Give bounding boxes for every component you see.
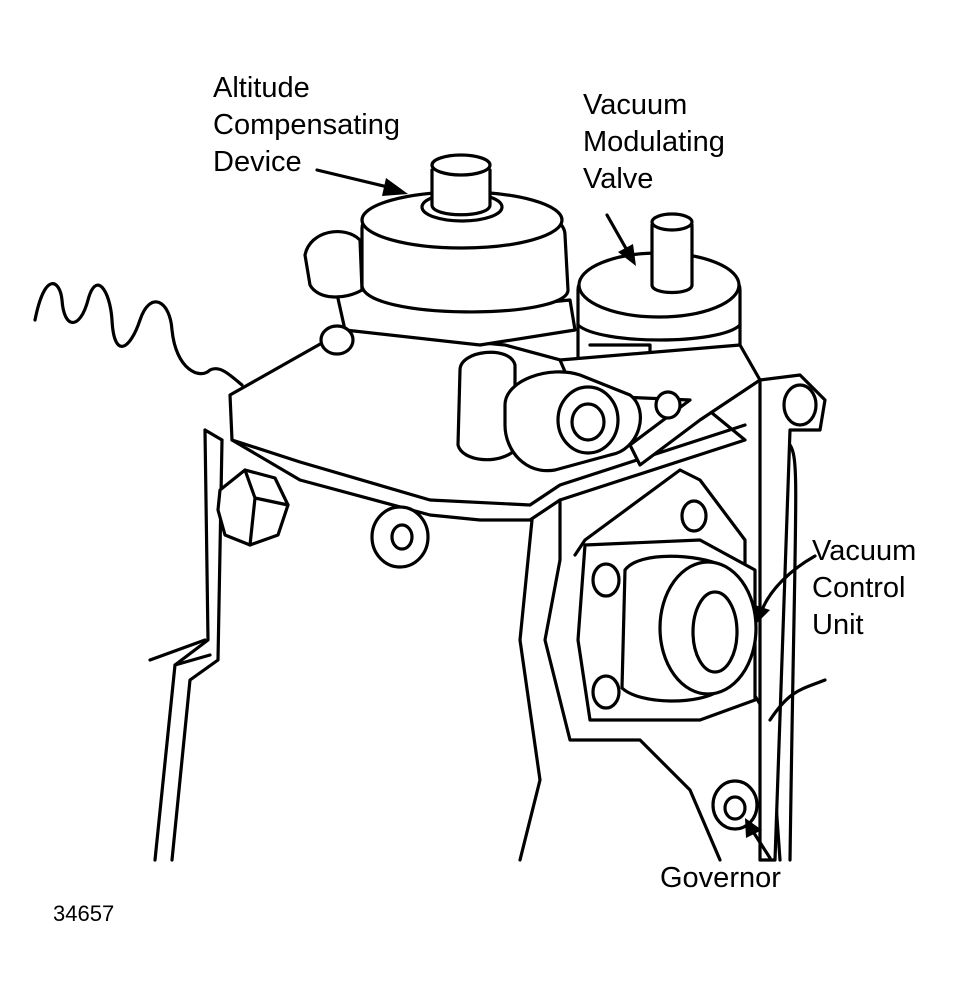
governor-linkage-arm [758,373,827,862]
solenoid-fitting-bore [570,402,606,442]
vcu-leader-arrow [752,604,770,624]
altitude-label-line-2: Compensating [213,109,400,141]
vcu-bolt-right [680,499,708,533]
pump-body-front [518,498,722,862]
altitude-label-line-3: Device [213,146,302,178]
vmv-label-line-2: Modulating [583,126,725,158]
top-plate-edge [230,423,747,507]
vmv-leader-arrow [618,244,636,266]
vcu-label-line-1: Vacuum [812,535,917,567]
governor-leader-arrow [745,818,762,838]
altitude-device-label: Altitude Compensating Device [213,70,400,181]
left-bracket [148,638,212,667]
governor-label: Governor [660,860,781,897]
altitude-mount-bolt [319,324,355,356]
vcu-port [691,590,739,674]
vmv-nipple [650,223,694,295]
altitude-device-nipple-top [430,153,492,177]
altitude-leader-arrow [382,178,408,196]
vcu-leader-line [760,554,817,612]
altitude-device-nipple [430,168,492,217]
vacuum-control-unit-label: Vacuum Control Unit [812,533,916,644]
left-housing-frame [153,428,224,862]
vacuum-modulating-valve-label: Vacuum Modulating Valve [583,87,725,198]
vmv-label-line-1: Vacuum [583,89,688,121]
figure-number-text: 34657 [53,901,115,926]
vcu-bolt-bottom [591,674,621,710]
figure-number: 34657 [53,901,114,927]
wavy-break-line [33,282,244,387]
linkage-cable [768,443,827,862]
vcu-label-line-3: Unit [812,609,864,641]
governor-label-text: Governor [660,862,781,894]
vcu-label-line-2: Control [812,572,906,604]
vmv-leader-line [605,213,630,254]
altitude-leader-line [315,168,394,190]
vmv-label-line-3: Valve [583,163,654,195]
small-bolt-head [654,390,682,420]
altitude-label-line-1: Altitude [213,72,310,104]
hex-bolt-face [243,468,290,547]
altitude-side-fitting [303,230,364,299]
governor-leader-line [750,828,772,860]
vcu-bolt-top [591,562,621,598]
linkage-pivot [782,383,818,427]
vmv-nipple-top [650,212,694,232]
plate-boss-hole [390,523,414,551]
governor-screw-head [723,795,747,821]
